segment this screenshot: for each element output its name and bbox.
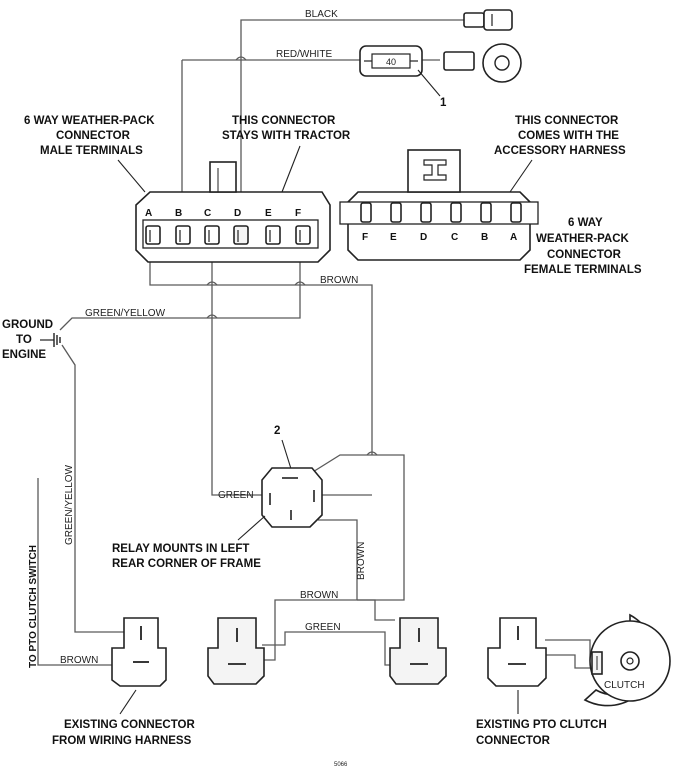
accessory-label-3: ACCESSORY HARNESS <box>494 145 626 157</box>
female-pin-c: C <box>451 232 458 243</box>
red-white-wire-label: RED/WHITE <box>276 49 332 60</box>
clutch-wire-2 <box>545 654 600 669</box>
male-label-leader <box>117 159 146 193</box>
hop <box>366 451 378 456</box>
existing-connector-leader <box>119 689 137 715</box>
male-connector-label-1: 6 WAY WEATHER-PACK <box>24 115 155 127</box>
hop <box>294 281 306 286</box>
pto-switch-label: TO PTO CLUTCH SWITCH <box>28 545 39 668</box>
ground-label-3: ENGINE <box>2 349 46 361</box>
male-pin-c: C <box>204 208 211 219</box>
ground-label-1: GROUND <box>2 319 53 331</box>
relay-brown-wire <box>318 519 358 600</box>
female-label-4: FEMALE TERMINALS <box>524 264 642 276</box>
brown-wire-label-left: BROWN <box>60 655 98 666</box>
accessory-label-2: COMES WITH THE <box>518 130 619 142</box>
relay-callout: 2 <box>274 425 280 437</box>
hop <box>206 314 218 319</box>
stays-leader <box>281 145 301 193</box>
wires <box>37 19 600 669</box>
male-connector <box>135 161 331 263</box>
pto-clutch-connector <box>487 617 547 687</box>
ring-terminal <box>443 43 522 83</box>
accessory-plug-left <box>207 617 265 685</box>
ground-label-2: TO <box>16 334 32 346</box>
green-yellow-wire <box>59 248 301 331</box>
green-yellow-label: GREEN/YELLOW <box>85 308 166 319</box>
stays-label-2: STAYS WITH TRACTOR <box>222 130 351 142</box>
fuse-value: 40 <box>386 57 396 67</box>
relay <box>261 467 323 528</box>
accessory-plug-right <box>389 617 447 685</box>
spade-terminal <box>463 9 513 31</box>
black-wire <box>240 19 470 232</box>
figure-code: 5066 <box>334 762 348 768</box>
female-pin-d: D <box>420 232 427 243</box>
male-pin-d: D <box>234 208 241 219</box>
female-pin-a: A <box>510 232 517 243</box>
green-wire <box>211 248 262 496</box>
hop <box>206 281 218 286</box>
relay-label-1: RELAY MOUNTS IN LEFT <box>112 543 249 555</box>
relay-leader <box>281 439 293 473</box>
female-pin-b: B <box>481 232 488 243</box>
brown-wire-main <box>149 248 373 455</box>
brown-to-left-connector <box>262 454 405 661</box>
female-pin-f: F <box>362 232 368 243</box>
green-yellow-down <box>61 344 125 633</box>
clutch-label: CLUTCH <box>604 680 645 691</box>
female-connector <box>339 149 539 261</box>
accessory-label-1: THIS CONNECTOR <box>515 115 619 127</box>
female-label-1: 6 WAY <box>568 217 603 229</box>
female-label-3: CONNECTOR <box>547 249 622 261</box>
green-wire-label-bottom: GREEN <box>305 622 341 633</box>
clutch <box>583 613 671 707</box>
accessory-leader <box>509 159 533 193</box>
female-pin-e: E <box>390 232 397 243</box>
male-connector-label-2: CONNECTOR <box>56 130 131 142</box>
brown-vertical-label: BROWN <box>356 542 367 580</box>
inline-fuse: 40 <box>359 45 423 77</box>
relay-label-leader <box>237 515 266 541</box>
pto-switch-wire <box>37 478 125 666</box>
male-pin-f: F <box>295 208 301 219</box>
green-between-connectors <box>262 631 395 666</box>
male-pin-b: B <box>175 208 182 219</box>
green-wire-label: GREEN <box>218 490 254 501</box>
male-connector-label-3: MALE TERMINALS <box>40 145 143 157</box>
female-label-2: WEATHER-PACK <box>536 233 630 245</box>
pto-connector-label-1: EXISTING PTO CLUTCH <box>476 719 607 731</box>
fuse-callout: 1 <box>440 97 447 109</box>
existing-connector-label-1: EXISTING CONNECTOR <box>64 719 195 731</box>
brown-wire-label-bottom: BROWN <box>300 590 338 601</box>
existing-harness-connector <box>111 617 167 687</box>
hop <box>235 56 247 61</box>
brown-wire-label-top: BROWN <box>320 275 358 286</box>
brown-to-right-connector <box>357 599 395 621</box>
green-yellow-vertical-label: GREEN/YELLOW <box>64 464 75 545</box>
ground-symbol <box>40 333 61 347</box>
male-pin-a: A <box>145 208 152 219</box>
fuse-leader <box>417 69 441 97</box>
pto-connector-label-2: CONNECTOR <box>476 735 551 747</box>
male-pin-e: E <box>265 208 272 219</box>
relay-label-2: REAR CORNER OF FRAME <box>112 558 261 570</box>
black-wire-label: BLACK <box>305 9 338 20</box>
stays-label-1: THIS CONNECTOR <box>232 115 336 127</box>
existing-connector-label-2: FROM WIRING HARNESS <box>52 735 192 747</box>
